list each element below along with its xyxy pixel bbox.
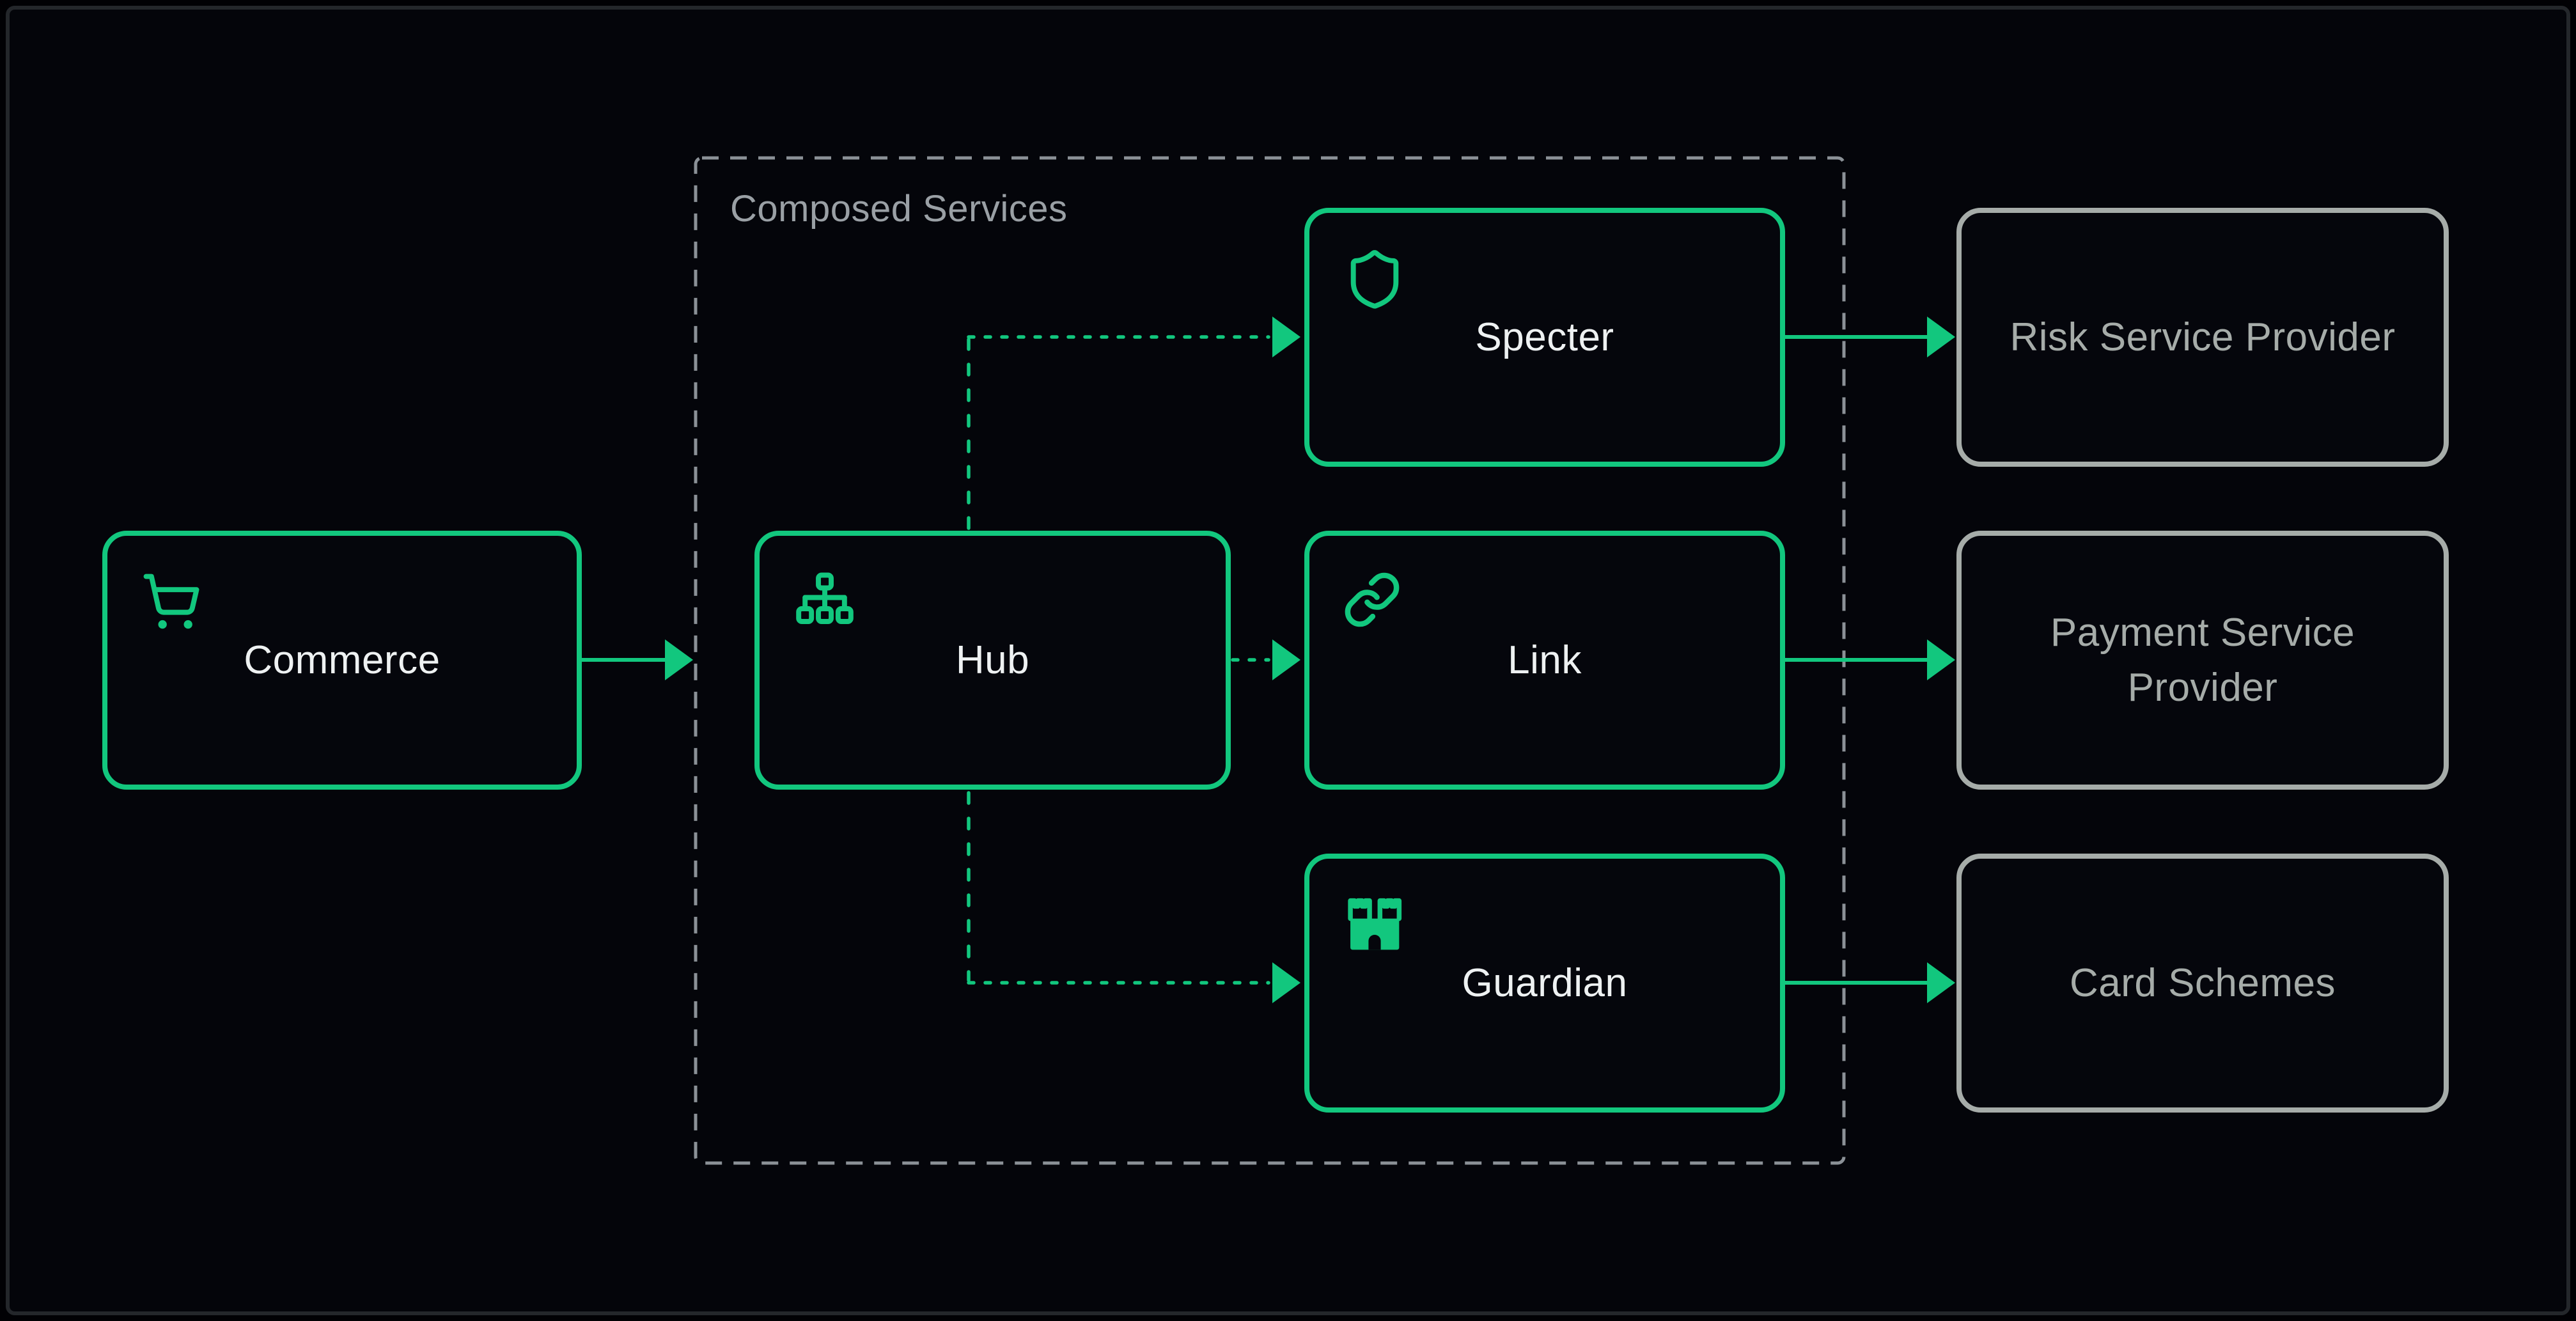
dotted-arrowheads — [1272, 317, 1300, 1003]
dotted-edges — [967, 335, 1270, 985]
arrowhead-risk — [1927, 317, 1955, 357]
node-card-schemes: Card Schemes — [1956, 854, 2449, 1113]
node-commerce: Commerce — [102, 531, 582, 790]
castle-icon — [1343, 893, 1407, 957]
node-label: Specter — [1475, 315, 1614, 359]
node-risk-service-provider: Risk Service Provider — [1956, 208, 2449, 467]
solid-arrowheads — [665, 317, 1955, 1003]
node-hub: Hub — [754, 531, 1231, 790]
node-label: Risk Service Provider — [2010, 315, 2396, 359]
shopping-cart-icon — [141, 570, 205, 634]
composed-services-label: Composed Services — [730, 188, 1068, 230]
node-label: Hub — [955, 637, 1030, 682]
node-guardian: Guardian — [1304, 854, 1785, 1113]
chain-link-icon — [1343, 570, 1401, 629]
arrowhead-commerce — [665, 639, 693, 680]
arrowhead-psp — [1927, 639, 1955, 680]
node-label: Card Schemes — [2069, 960, 2336, 1005]
arrowhead-cards — [1927, 962, 1955, 1003]
node-label: Guardian — [1462, 960, 1628, 1005]
node-link: Link — [1304, 531, 1785, 790]
solid-edges — [581, 335, 1927, 985]
arrowhead-guardian — [1272, 962, 1300, 1003]
node-label: Link — [1508, 637, 1582, 682]
sitemap-icon — [793, 570, 857, 634]
node-payment-service-provider: Payment Service Provider — [1956, 531, 2449, 790]
node-label: Commerce — [244, 637, 441, 682]
node-label: Payment Service Provider — [2050, 610, 2355, 710]
shield-icon — [1343, 247, 1407, 311]
arrowhead-specter — [1272, 317, 1300, 357]
arrowhead-link — [1272, 639, 1300, 680]
node-specter: Specter — [1304, 208, 1785, 467]
